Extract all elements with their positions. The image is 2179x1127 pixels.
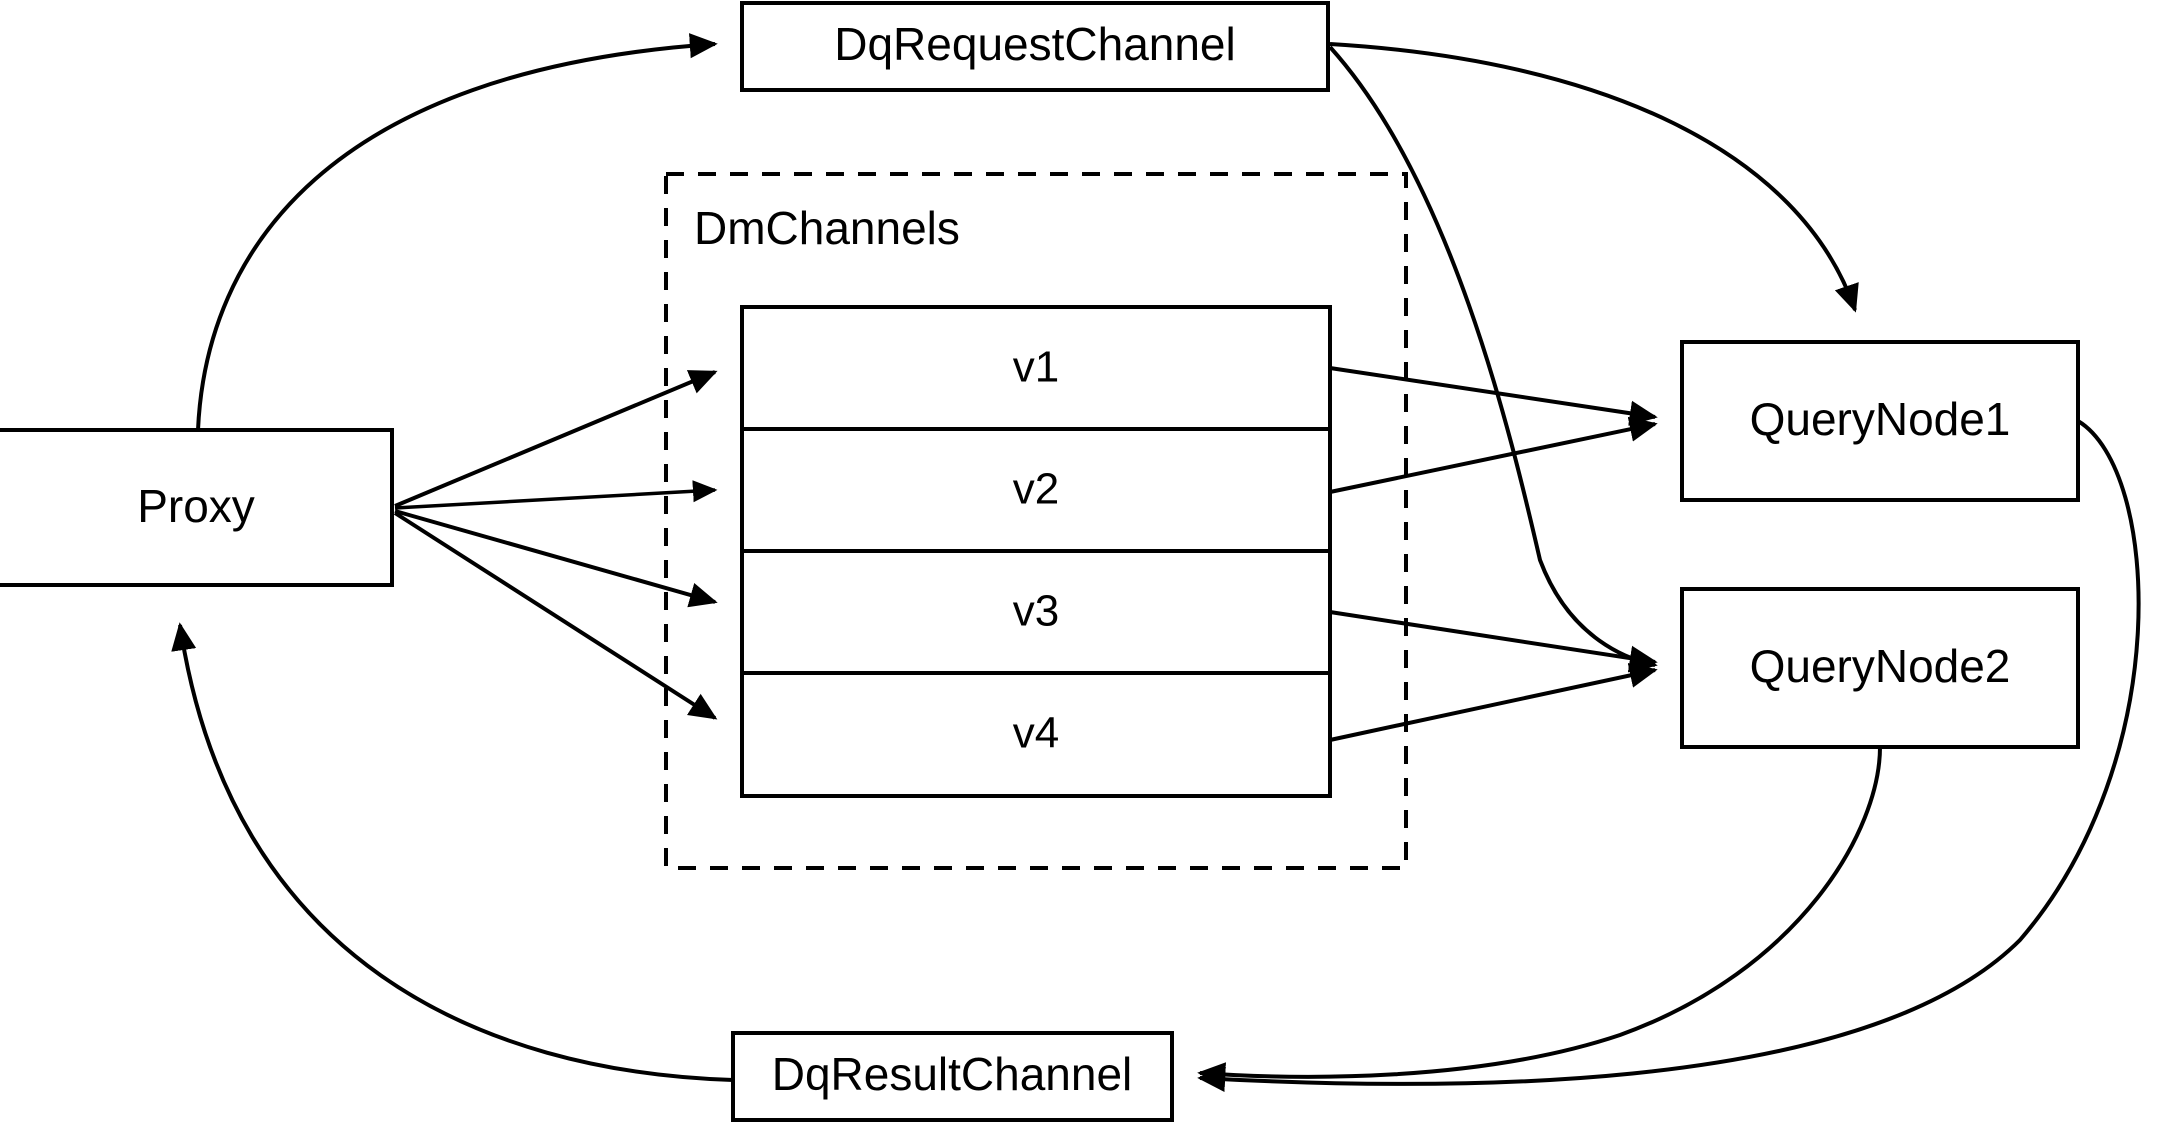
node-query-node-1[interactable]: QueryNode1 bbox=[1680, 340, 2080, 502]
edge-v4-to-querynode2 bbox=[1329, 662, 1658, 742]
channel-row-v3[interactable]: v3 bbox=[1013, 587, 1059, 636]
dm-channels-label: DmChannels bbox=[694, 202, 960, 254]
edge-querynode1-to-dqresult bbox=[1197, 419, 2141, 1092]
group-dm-channels: DmChannels bbox=[664, 172, 1408, 870]
edge-querynode2-to-dqresult bbox=[1197, 746, 1882, 1088]
edge-proxy-to-v2 bbox=[394, 480, 718, 510]
proxy-box[interactable] bbox=[0, 428, 394, 587]
edge-dqresult-to-proxy bbox=[171, 622, 734, 1082]
node-proxy[interactable]: Proxy bbox=[0, 428, 394, 587]
channel-row-v1[interactable]: v1 bbox=[1013, 343, 1059, 392]
node-dq-result-channel[interactable]: DqResultChannel bbox=[731, 1031, 1174, 1122]
dq-request-channel-box[interactable] bbox=[740, 1, 1330, 92]
edge-v3-to-querynode2 bbox=[1329, 610, 1658, 671]
query-node-2-label: QueryNode2 bbox=[1750, 640, 2011, 692]
dq-result-channel-box[interactable] bbox=[731, 1031, 1174, 1122]
dm-channel-stack: v1 v2 v3 v4 bbox=[740, 305, 1332, 798]
edge-layer bbox=[171, 33, 2141, 1092]
dq-request-channel-label: DqRequestChannel bbox=[834, 18, 1236, 70]
edge-proxy-to-dqrequest bbox=[196, 33, 718, 431]
query-node-1-box[interactable] bbox=[1680, 340, 2080, 502]
query-node-2-box[interactable] bbox=[1680, 587, 2080, 749]
node-dq-request-channel[interactable]: DqRequestChannel bbox=[740, 1, 1330, 92]
edge-proxy-to-v4 bbox=[393, 511, 718, 720]
edge-proxy-to-v1 bbox=[394, 370, 718, 508]
edge-v1-to-querynode1 bbox=[1329, 366, 1658, 426]
edge-dqrequest-to-querynode2 bbox=[1328, 45, 1658, 673]
channel-row-v4[interactable]: v4 bbox=[1013, 709, 1059, 758]
query-node-1-label: QueryNode1 bbox=[1750, 393, 2011, 445]
channel-row-v2[interactable]: v2 bbox=[1013, 465, 1059, 514]
edge-dqrequest-to-querynode1 bbox=[1329, 42, 1859, 313]
dm-channels-dashed-border bbox=[664, 172, 1408, 870]
edge-proxy-to-v3 bbox=[394, 509, 718, 608]
proxy-label: Proxy bbox=[137, 480, 255, 532]
dq-result-channel-label: DqResultChannel bbox=[772, 1048, 1133, 1100]
edge-v2-to-querynode1 bbox=[1329, 416, 1658, 494]
node-query-node-2[interactable]: QueryNode2 bbox=[1680, 587, 2080, 749]
